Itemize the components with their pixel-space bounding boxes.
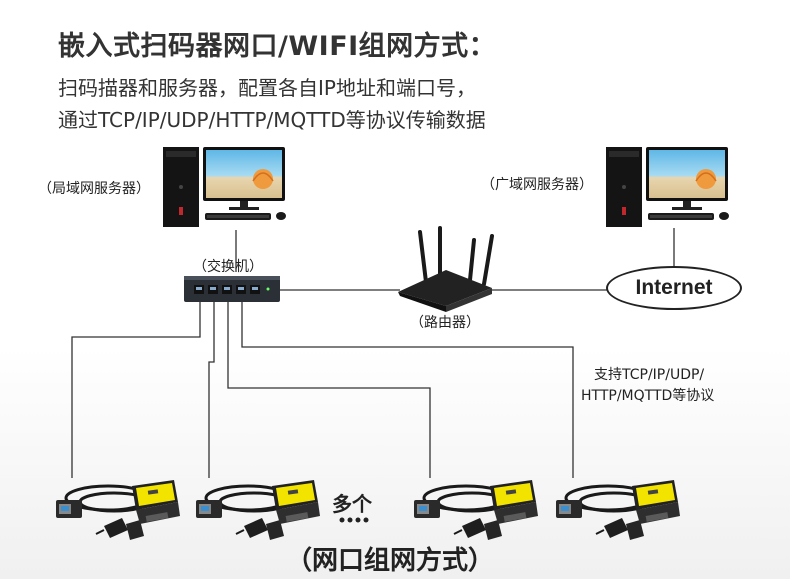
page-title: 嵌入式扫码器网口/WIFI组网方式： — [58, 31, 497, 62]
protocol-label-line-1: 支持TCP/IP/UDP/ — [594, 367, 705, 383]
lan-server-label: （局域网服务器） — [38, 181, 150, 197]
subtitle-line-2: 通过TCP/IP/UDP/HTTP/MQTTD等协议传输数据 — [58, 108, 486, 132]
many-devices-label: 多个 — [332, 492, 372, 516]
scanner-module-4 — [554, 478, 682, 542]
internet-label: Internet — [635, 276, 713, 299]
scanner-module-3 — [412, 478, 540, 542]
wifi-router-icon — [398, 226, 494, 312]
router-label: （路由器） — [410, 315, 480, 331]
subtitle-line-1: 扫码描器和服务器，配置各自IP地址和端口号， — [58, 76, 476, 100]
network-switch-icon — [184, 276, 280, 302]
internet-cloud: Internet — [606, 266, 742, 310]
bottom-caption: （网口组网方式） — [286, 546, 495, 576]
wan-server-computer-icon — [605, 146, 730, 228]
scanner-module-1 — [54, 478, 182, 542]
scanner-module-2 — [194, 478, 322, 542]
lan-server-computer-icon — [162, 146, 287, 228]
ellipsis-dots — [339, 517, 369, 523]
wan-server-label: （广域网服务器） — [481, 177, 593, 193]
protocol-label-line-2: HTTP/MQTTD等协议 — [581, 388, 715, 404]
switch-label: （交换机） — [193, 259, 263, 275]
